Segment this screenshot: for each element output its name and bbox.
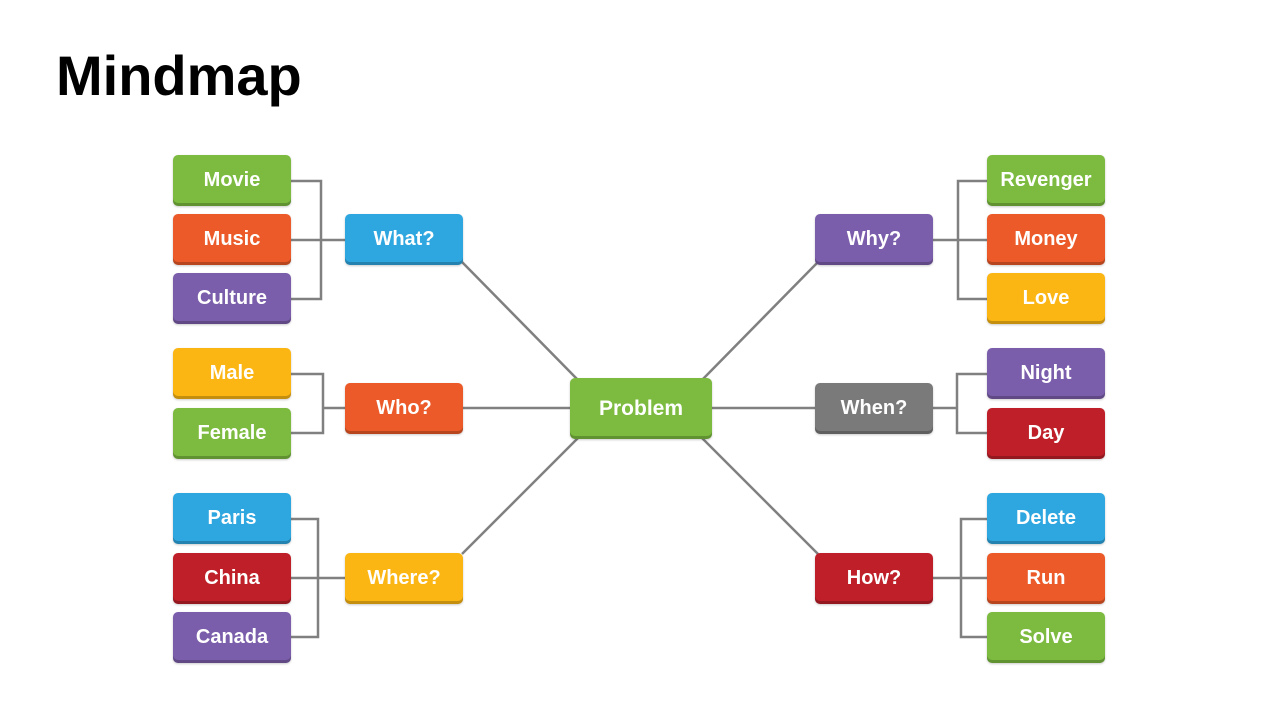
branch-label-why: Why? [846,228,902,250]
leaf-node-where-2[interactable]: China [173,553,291,604]
branch-node-why[interactable]: Why? [815,214,933,265]
leaf-node-how-1[interactable]: Delete [987,493,1105,544]
leaf-node-when-1[interactable]: Night [987,348,1105,399]
branch-label-what: What? [373,228,435,250]
branch-node-how[interactable]: How? [815,553,933,604]
connector-where-leaves [290,517,346,639]
center-node-label: Problem [598,396,684,420]
leaf-node-what-3[interactable]: Culture [173,273,291,324]
branch-label-when: When? [840,397,908,419]
leaf-node-what-2[interactable]: Music [173,214,291,265]
center-node[interactable]: Problem [570,378,712,439]
leaf-label: Solve [1019,626,1073,648]
leaf-label: Paris [207,507,257,529]
leaf-label: Revenger [1000,169,1092,191]
leaf-node-where-1[interactable]: Paris [173,493,291,544]
leaf-node-why-3[interactable]: Love [987,273,1105,324]
branch-node-who[interactable]: Who? [345,383,463,434]
leaf-label: Movie [203,169,261,191]
branch-label-where: Where? [367,567,441,589]
connector-center-why [701,261,819,381]
leaf-node-what-1[interactable]: Movie [173,155,291,206]
connector-when-leaves [932,372,988,435]
branch-node-where[interactable]: Where? [345,553,463,604]
connector-why-leaves [932,179,988,301]
leaf-label: Canada [195,626,269,648]
leaf-label: Money [1014,228,1078,250]
leaf-node-how-2[interactable]: Run [987,553,1105,604]
leaf-node-why-1[interactable]: Revenger [987,155,1105,206]
leaf-label: Run [1026,567,1066,589]
leaf-node-why-2[interactable]: Money [987,214,1105,265]
leaf-node-how-3[interactable]: Solve [987,612,1105,663]
connector-center-where [461,437,579,555]
leaf-label: Music [203,228,261,250]
branch-label-how: How? [846,567,902,589]
leaf-node-when-2[interactable]: Day [987,408,1105,459]
branch-label-who: Who? [376,397,432,419]
leaf-node-who-2[interactable]: Female [173,408,291,459]
leaf-label: Day [1027,422,1065,444]
leaf-node-where-3[interactable]: Canada [173,612,291,663]
connector-center-how [701,437,819,555]
connector-center-what [461,261,579,381]
leaf-label: China [204,567,260,589]
leaf-node-who-1[interactable]: Male [173,348,291,399]
branch-node-what[interactable]: What? [345,214,463,265]
leaf-label: Night [1020,362,1072,384]
connector-how-leaves [932,517,988,639]
leaf-label: Male [209,362,255,384]
connector-what-leaves [290,179,346,301]
slide-title: Mindmap [56,44,302,107]
leaf-label: Female [197,422,267,444]
leaf-label: Culture [197,287,267,309]
branch-node-when[interactable]: When? [815,383,933,434]
leaf-label: Love [1022,287,1070,309]
leaf-label: Delete [1015,507,1077,529]
connector-who-leaves [290,372,346,435]
